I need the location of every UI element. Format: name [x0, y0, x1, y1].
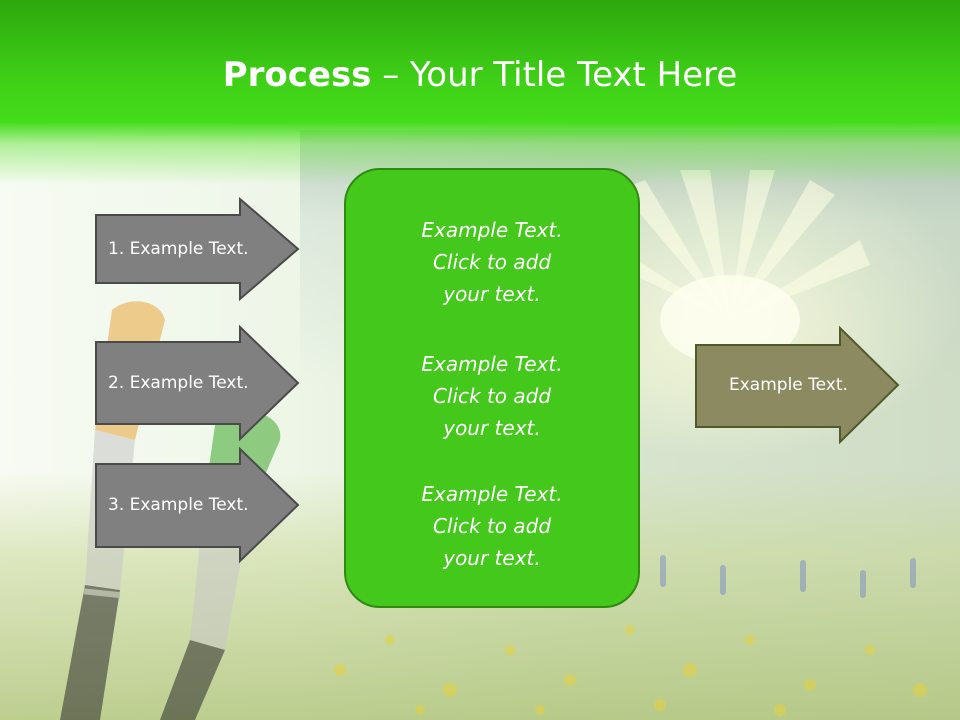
slide-title[interactable]: Process – Your Title Text Here — [0, 52, 960, 98]
step-label-2: 2. Example Text. — [108, 373, 249, 393]
result-arrow[interactable]: Example Text. — [695, 325, 900, 445]
center-block-2: Example Text. Click to add your text. — [346, 348, 638, 444]
step-label-3: 3. Example Text. — [108, 495, 249, 515]
step-arrow-1[interactable]: 1. Example Text. — [95, 196, 300, 302]
center-block-3-line-2: Click to add — [432, 514, 552, 538]
center-block-3: Example Text. Click to add your text. — [346, 478, 638, 574]
center-block-3-line-3: your text. — [443, 546, 541, 570]
center-text-box[interactable]: Example Text. Click to add your text. Ex… — [344, 168, 640, 608]
step-arrow-3[interactable]: 3. Example Text. — [95, 446, 300, 564]
step-label-1: 1. Example Text. — [108, 239, 249, 259]
step-arrow-2[interactable]: 2. Example Text. — [95, 324, 300, 442]
center-block-2-line-2: Click to add — [432, 384, 552, 408]
title-banner — [0, 0, 960, 185]
center-block-1: Example Text. Click to add your text. — [346, 214, 638, 310]
center-block-1-line-2: Click to add — [432, 250, 552, 274]
center-block-1-line-3: your text. — [443, 282, 541, 306]
result-label: Example Text. — [729, 375, 848, 395]
center-block-2-line-3: your text. — [443, 416, 541, 440]
sun-rays — [580, 170, 870, 365]
center-block-1-line-1: Example Text. — [421, 218, 563, 242]
center-block-2-line-1: Example Text. — [421, 352, 563, 376]
title-bold: Process — [222, 55, 372, 95]
title-rest: – Your Title Text Here — [371, 55, 738, 95]
center-block-3-line-1: Example Text. — [421, 482, 563, 506]
